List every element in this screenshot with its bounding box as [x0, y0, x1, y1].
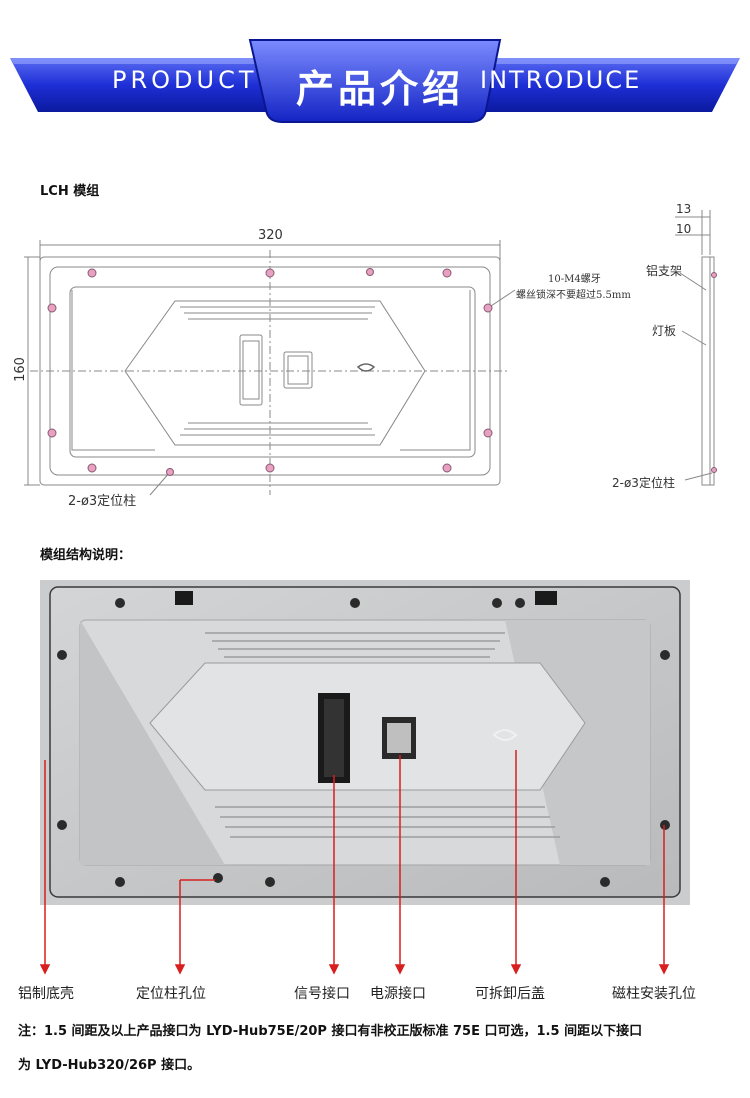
module-photo [39, 580, 690, 975]
label-rear-cover: 可拆卸后盖 [475, 986, 545, 1002]
banner-left-text: PRODUCT [112, 66, 258, 94]
side-label-board: 灯板 [652, 324, 677, 338]
banner-title: 产品介绍 [296, 67, 465, 111]
logo-mark [356, 363, 376, 372]
width-dimension: 320 [258, 228, 283, 243]
label-magnet-hole: 磁柱安装孔位 [612, 986, 696, 1002]
note-line-2: 为 LYD-Hub320/26P 接口。 [18, 1058, 201, 1073]
structure-title: 模组结构说明： [40, 548, 132, 563]
note-line-1: 注：1.5 间距及以上产品接口为 LYD-Hub75E/20P 接口有非校正版标… [18, 1024, 643, 1039]
label-power-port: 电源接口 [370, 986, 426, 1002]
screw-note-1: 10-M4螺牙 [548, 274, 601, 285]
front-drawing [24, 210, 717, 496]
banner-right-text: INTRODUCE [480, 66, 642, 94]
side-locating-pin-label: 2-ø3定位柱 [612, 476, 675, 490]
label-signal-port: 信号接口 [294, 986, 350, 1002]
label-aluminum-shell: 铝制底壳 [18, 986, 74, 1002]
label-locating-hole: 定位柱孔位 [136, 986, 206, 1002]
screw-note-2: 螺丝锁深不要超过5.5mm [516, 290, 631, 301]
header-banner: PRODUCT 产品介绍 INTRODUCE [0, 0, 750, 140]
banner-graphic [10, 39, 740, 123]
side-label-bracket: 铝支架 [646, 264, 683, 278]
drawing-title: LCH 模组 [40, 184, 100, 199]
height-dimension: 160 [12, 357, 28, 382]
side-dimension-13: 13 [676, 202, 692, 216]
side-dimension-10: 10 [676, 222, 692, 236]
locating-pin-label: 2-ø3定位柱 [68, 494, 137, 509]
